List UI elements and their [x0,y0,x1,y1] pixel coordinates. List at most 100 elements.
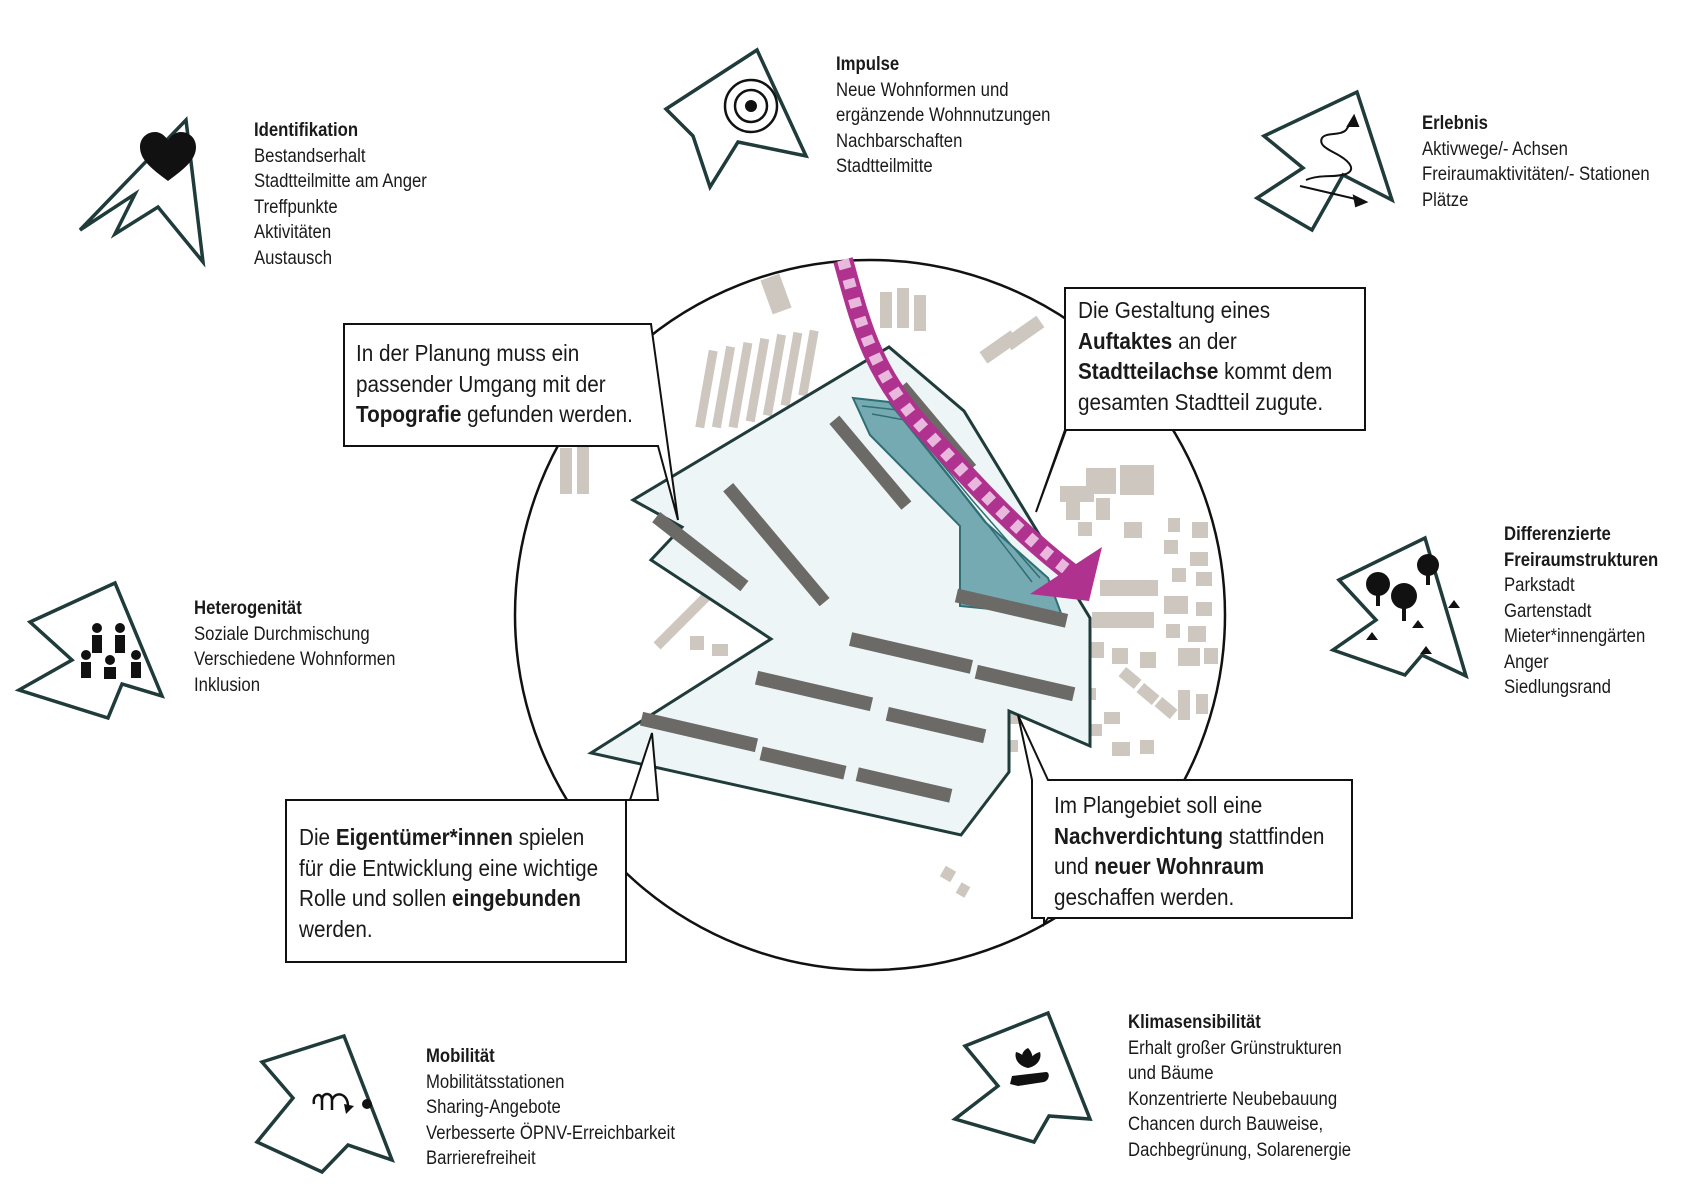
theme-item: Bestandserhalt [254,145,366,167]
context-buildings [560,273,1218,898]
callout-emphasis: Stadtteilachse [1078,358,1219,384]
theme-title: Klimasensibilität [1128,1012,1261,1033]
callout-emphasis: Auftaktes [1078,327,1173,354]
theme-item: Verschiedene Wohnformen [194,649,396,670]
theme-item: Inklusion [194,674,260,696]
callout-line: Topografie gefunden werden. [356,399,633,430]
theme-item: Barrierefreiheit [426,1148,536,1169]
theme-item: Siedlungsrand [1504,677,1611,698]
theme-item: Plätze [1422,189,1469,211]
theme-item: Stadtteilmitte am Anger [254,171,427,192]
theme-identifikation: Identifikation Bestandserhalt Stadtteilm… [254,118,427,271]
theme-title: Mobilität [426,1046,495,1067]
theme-item: Treffpunkte [254,196,338,218]
theme-item: Sharing-Angebote [426,1097,561,1118]
theme-item: Konzentrierte Neubebauung [1128,1088,1338,1110]
theme-item: Neue Wohnformen und [836,79,1009,101]
callout-box-auftakt [1035,287,1366,513]
plant-hand-icon [1010,1048,1049,1086]
theme-item: Freiraumaktivitäten/- Stationen [1422,164,1650,185]
callout-text: kommt dem [1218,358,1333,384]
callout-text: an der [1172,327,1237,354]
theme-item: Gartenstadt [1504,600,1592,622]
theme-item: ergänzende Wohnnutzungen [836,105,1051,126]
callout-line: werden. [299,914,598,945]
callout-line: Stadtteilachse kommt dem [1078,356,1332,387]
theme-item: Erhalt großer Grünstrukturen [1128,1037,1342,1059]
callout-text: gesamten Stadtteil zugute. [1078,388,1324,415]
callout-box-topografie [343,323,679,521]
theme-title: Impulse [836,54,900,75]
callout-line: In der Planung muss ein [356,338,633,369]
callout-text: geschaffen werden. [1054,883,1235,910]
callout-line: und neuer Wohnraum [1054,851,1324,882]
mobility-icon [312,1092,372,1114]
people-icon [81,623,141,679]
theme-item: Mieter*innengärten [1504,626,1646,647]
callout-line: Die Gestaltung eines [1078,295,1332,326]
theme-shape-heterogenitaet [14,580,166,721]
theme-item: Stadtteilmitte [836,156,933,177]
axis-start-area [851,396,1064,618]
theme-shape-mobilitaet [254,1033,395,1175]
theme-erlebnis: Erlebnis Aktivwege/- Achsen Freiraumakti… [1422,111,1650,213]
callout-text: stattfinden [1223,822,1325,849]
callout-text: In der Planung muss ein [356,340,580,366]
trees-icon [1366,554,1460,654]
theme-shape-erlebnis [1253,89,1395,233]
theme-item: Aktivitäten [254,222,332,243]
theme-item: Aktivwege/- Achsen [1422,138,1568,160]
callout-line: passender Umgang mit der [356,369,633,400]
theme-title: Erlebnis [1422,113,1488,134]
theme-item: Parkstadt [1504,575,1575,596]
callout-text: Im Plangebiet soll eine [1054,792,1263,818]
theme-title: Identifikation [254,120,359,141]
callout-emphasis: eingebunden [452,885,581,911]
callout-box-eigentuemer [285,732,660,963]
theme-mobilitaet: Mobilität Mobilitätsstationen Sharing-An… [426,1044,675,1172]
callout-box-nachverdichtung [1017,714,1353,928]
theme-title: Heterogenität [194,598,302,619]
theme-item: Anger [1504,651,1549,673]
path-arrows-icon [1299,113,1369,208]
callout-line: Im Plangebiet soll eine [1054,790,1324,821]
theme-item: Mobilitätsstationen [426,1071,565,1093]
callout-emphasis: Eigentümer*innen [335,824,513,850]
callout-line: für die Entwicklung eine wichtige [299,853,598,884]
callout-emphasis: Nachverdichtung [1054,822,1224,849]
callout-line: Nachverdichtung stattfinden [1054,821,1324,852]
theme-klima: Klimasensibilität Erhalt großer Grünstru… [1128,1010,1351,1163]
callout-text: für die Entwicklung eine wichtige [299,854,599,881]
callout-line: Rolle und sollen eingebunden [299,883,598,914]
callout-text: spielen [512,824,585,850]
callout-line: Auftaktes an der [1078,326,1332,357]
theme-heterogenitaet: Heterogenität Soziale Durchmischung Vers… [194,596,395,698]
theme-shape-impulse [663,47,810,192]
callout-text: Die [299,824,336,850]
callout-text: werden. [299,915,373,942]
callout-text: passender Umgang mit der [356,370,606,397]
theme-title: Differenzierte [1504,524,1611,545]
callout-line: Die Eigentümer*innen spielen [299,822,598,853]
callout-text: Die Gestaltung eines [1078,297,1271,323]
theme-item: Soziale Durchmischung [194,623,370,645]
theme-item: Chancen durch Bauweise, [1128,1114,1324,1135]
axis-arrowhead [1030,547,1102,601]
theme-freiraum: Differenzierte Freiraumstrukturen Parkst… [1504,522,1658,701]
callout-text: Rolle und sollen [299,885,453,911]
callout-text: gefunden werden. [461,401,633,427]
target-icon [723,78,779,134]
callout-text: und [1054,853,1095,879]
theme-item: Nachbarschaften [836,130,963,152]
callout-topografie: In der Planung muss ein passender Umgang … [356,338,633,430]
theme-title: Freiraumstrukturen [1504,549,1659,571]
theme-item: Austausch [254,247,333,269]
callout-line: gesamten Stadtteil zugute. [1078,387,1332,418]
theme-impulse: Impulse Neue Wohnformen und ergänzende W… [836,52,1050,180]
theme-item: und Bäume [1128,1063,1214,1084]
